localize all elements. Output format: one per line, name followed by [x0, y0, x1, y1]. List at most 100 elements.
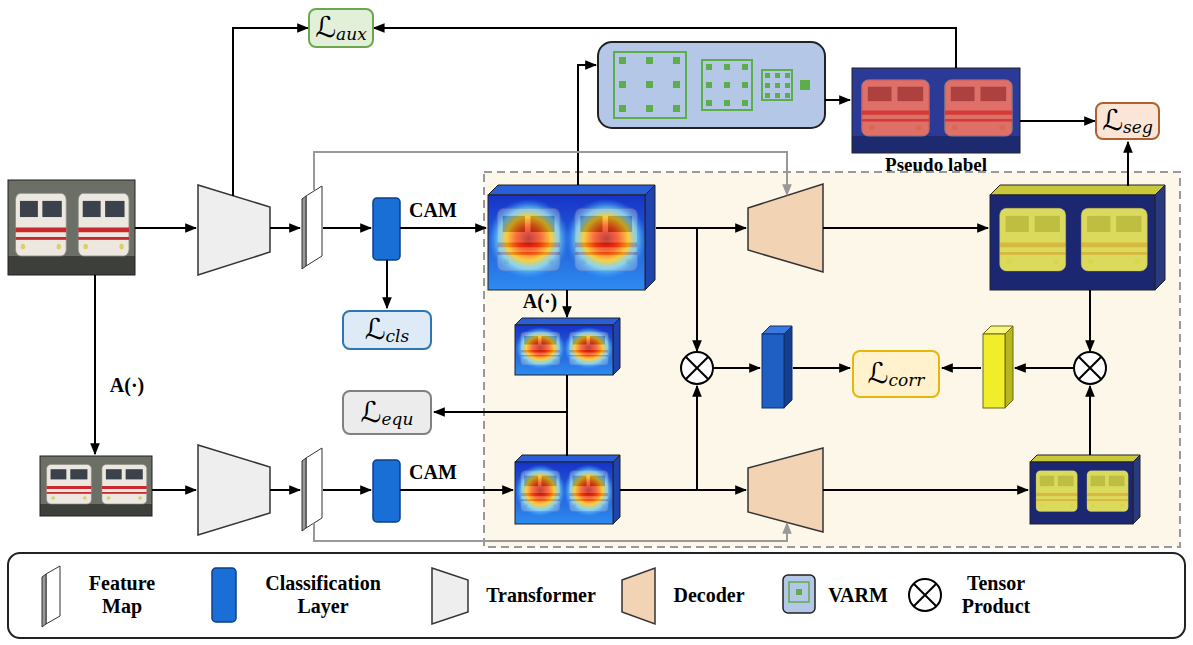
block-side-face — [1005, 326, 1013, 408]
cam-map — [488, 195, 647, 290]
loss-box: ℒaux — [308, 8, 374, 48]
grid-dot — [619, 105, 626, 112]
connector-arrow — [374, 28, 956, 68]
arrow — [400, 489, 513, 491]
legend-feature-map-edge — [42, 574, 46, 627]
tensor-product-circle — [681, 352, 713, 384]
grid-dot — [673, 81, 680, 88]
loss-label: ℒaux — [315, 13, 367, 43]
grid-dot — [724, 82, 730, 88]
tensor-product-cross — [686, 357, 709, 380]
feature-map — [306, 186, 322, 266]
loss-label: ℒcorr — [868, 359, 925, 389]
pseudo-label-picture — [852, 68, 1020, 153]
loss-box: ℒequ — [342, 390, 432, 435]
tensor-product-cross — [1079, 357, 1102, 380]
map-border — [1030, 462, 1133, 524]
grid-dot — [724, 100, 730, 106]
map-side-face — [613, 318, 620, 375]
grid-dot — [706, 100, 712, 106]
grid-dot — [775, 93, 780, 98]
input-image — [8, 180, 135, 275]
arrow — [323, 489, 371, 491]
legend-varm-dot — [796, 589, 802, 595]
skip-arrow — [314, 523, 787, 541]
grid-dot — [619, 81, 626, 88]
map-top-face — [990, 185, 1165, 195]
legend-frame — [8, 553, 1185, 638]
image-caption: Pseudo label — [885, 155, 987, 176]
grid-dot — [706, 64, 712, 70]
legend-decoder — [622, 568, 655, 624]
map-top-face — [1030, 455, 1140, 462]
grid-dot — [785, 73, 790, 78]
arrow — [386, 260, 388, 308]
arrow — [400, 227, 486, 229]
arrow — [323, 227, 371, 229]
grid-dot — [785, 93, 790, 98]
image-border — [40, 456, 152, 516]
feature-map-edge — [302, 196, 306, 269]
legend-label: Decoder — [664, 584, 754, 607]
legend-label: Transformer — [476, 584, 606, 607]
map-side-face — [613, 455, 620, 524]
arrow — [566, 290, 568, 317]
arrow — [696, 228, 698, 351]
pseudo-label-image: Pseudo label — [852, 68, 1020, 153]
grid-dots — [706, 64, 748, 106]
augmented-image — [40, 456, 152, 516]
grid-cell — [800, 80, 810, 90]
map-border — [990, 195, 1155, 290]
map-border — [488, 195, 645, 290]
feature-map — [306, 448, 322, 528]
arrow — [270, 489, 300, 491]
grid-dots — [765, 73, 790, 98]
grid-dot — [673, 57, 680, 64]
tensor-product-circle — [909, 579, 941, 611]
tensor-product-cross — [1079, 357, 1102, 380]
arrow — [696, 386, 698, 490]
tensor-product — [1074, 352, 1106, 384]
connector-line — [566, 375, 568, 456]
arrow — [656, 227, 746, 229]
arrow — [823, 227, 988, 229]
varm-box — [598, 42, 825, 128]
map-top-face — [515, 455, 620, 462]
cam-label: CAM — [409, 199, 457, 221]
arrow — [1089, 386, 1091, 455]
tensor-product — [681, 352, 713, 384]
legend-label: Feature Map — [72, 572, 172, 618]
legend-feature-map — [46, 566, 60, 624]
grid-dot — [724, 64, 730, 70]
arrow — [713, 367, 760, 369]
segmentation-map — [990, 195, 1155, 290]
tensor-product-cross — [686, 357, 709, 380]
grid-dot — [742, 100, 748, 106]
augmentation-label: A(·) — [523, 290, 557, 312]
decoder — [748, 184, 823, 272]
dashed-region — [484, 172, 1180, 547]
cam-label: CAM — [409, 461, 457, 483]
dilated-grid — [614, 52, 686, 118]
tensor-product-cross — [914, 584, 937, 607]
grid-dot — [673, 105, 680, 112]
grid-dot — [742, 82, 748, 88]
loss-box: ℒcls — [342, 310, 432, 350]
block-side-face — [784, 326, 792, 408]
transformer — [198, 445, 270, 535]
arrow — [434, 411, 567, 413]
dilated-grid — [762, 70, 792, 100]
loss-box: ℒseg — [1095, 102, 1160, 140]
loss-label: ℒequ — [361, 398, 414, 428]
loss-label: ℒcls — [365, 315, 410, 345]
image-border — [852, 68, 1020, 153]
arrow — [823, 489, 1028, 491]
arrow — [135, 227, 196, 229]
decoder — [748, 448, 823, 532]
feature-block — [983, 334, 1005, 408]
loss-box: ℒcorr — [852, 350, 940, 398]
cam-map — [515, 462, 614, 524]
skip-arrow — [314, 152, 787, 195]
legend-varm — [783, 575, 815, 613]
map-side-face — [1133, 455, 1140, 524]
